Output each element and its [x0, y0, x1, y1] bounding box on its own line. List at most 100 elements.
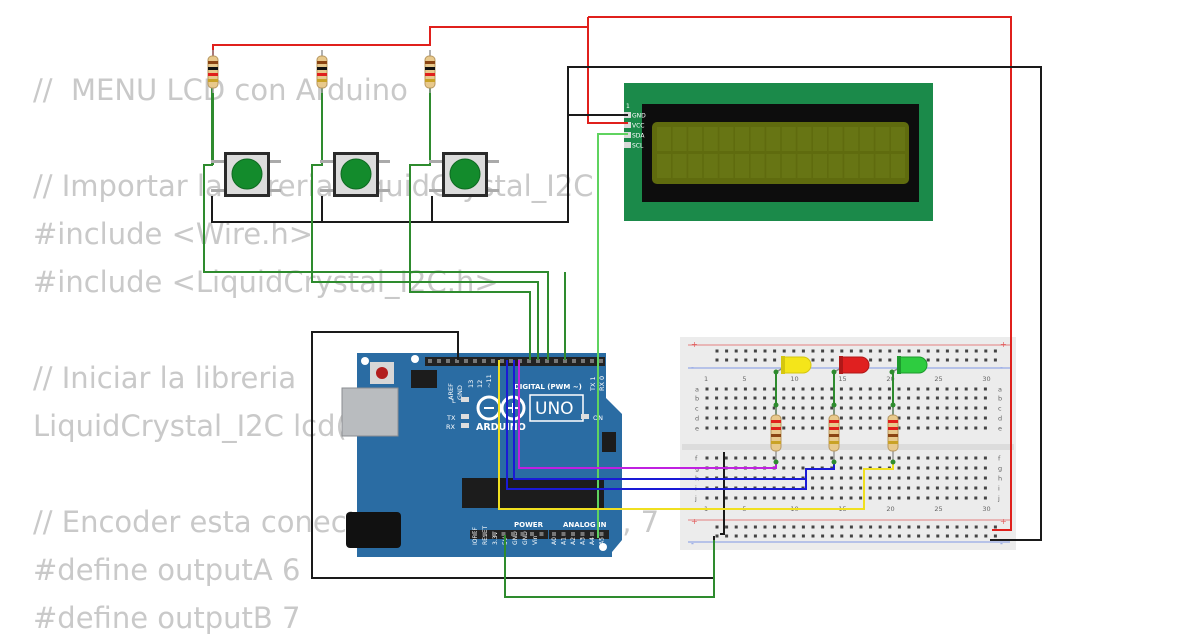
- led-tx-label: TX: [446, 414, 456, 422]
- rail-minus-sign: -: [691, 539, 694, 548]
- wire-5v: [504, 535, 715, 598]
- pin13-label: 13: [467, 380, 475, 388]
- lcd-display[interactable]: 1 GND VCC SDA SCL: [624, 83, 933, 221]
- power-label: POWER: [514, 521, 544, 529]
- power-pin-label: GND: [512, 531, 519, 545]
- breadboard-row-letter: h: [998, 475, 1002, 483]
- code-line: // Iniciar la libreria: [33, 361, 297, 395]
- analog-header: [549, 530, 609, 539]
- breadboard-column-number: 5: [742, 375, 746, 383]
- breadboard-column-number: 1: [704, 375, 708, 383]
- pushbutton-icon[interactable]: [320, 152, 390, 197]
- icsp-header: [411, 370, 437, 388]
- analog-label: ANALOG IN: [563, 521, 607, 529]
- rail-plus-sign: +: [1000, 517, 1007, 526]
- resistor-icon[interactable]: [770, 402, 782, 465]
- breadboard-column-number: 15: [838, 375, 846, 383]
- rail-minus-sign: -: [1000, 363, 1003, 372]
- analog-pin-label: A0: [551, 537, 558, 545]
- breadboard-row-letter: a: [998, 386, 1002, 394]
- resistor-icon[interactable]: [424, 50, 436, 165]
- resistor-icon[interactable]: [828, 402, 840, 465]
- breadboard-row-letter: g: [998, 465, 1002, 473]
- analog-pin-label: A4: [589, 537, 596, 545]
- power-pin-label: GND: [522, 531, 529, 545]
- lcd-pin-label: VCC: [632, 123, 644, 130]
- wires: [203, 16, 1042, 598]
- led-icon[interactable]: [831, 356, 870, 375]
- rail-minus-sign: -: [691, 363, 694, 372]
- breadboard-column-number: 10: [790, 375, 798, 383]
- rail-plus-sign: +: [691, 340, 698, 349]
- arduino-brand: ARDUINO: [476, 422, 526, 433]
- gnd-label: GND: [456, 385, 464, 400]
- analog-pin-label: A5: [599, 537, 606, 545]
- breadboard-row-letter: c: [695, 405, 699, 413]
- wire-blue-2: [506, 360, 807, 490]
- breadboard-column-number: 30: [982, 505, 990, 513]
- wire-vcc-resistors: [212, 26, 628, 124]
- arduino-uno-board[interactable]: UNO ARDUINO DIGITAL (PWM ~) AREF GND 13 …: [341, 353, 622, 557]
- resistor-icon[interactable]: [887, 402, 899, 465]
- breadboard-column-number: 20: [886, 375, 894, 383]
- breadboard-row-letter: c: [998, 405, 1002, 413]
- pin11-label: ~11: [485, 374, 493, 388]
- led-rx-label: RX: [446, 423, 456, 431]
- breadboard-column-number: 30: [982, 375, 990, 383]
- analog-pin-label: A1: [561, 537, 568, 545]
- wire-gnd-button2: [321, 196, 432, 223]
- breadboard-row-letter: j: [694, 495, 697, 503]
- power-pin-label: Vin: [532, 535, 539, 545]
- breadboard-row-letter: a: [695, 386, 699, 394]
- wire-sda: [597, 133, 628, 538]
- aref-label: AREF: [447, 383, 455, 400]
- lcd-pin-scl[interactable]: [624, 142, 631, 148]
- wire-yellow: [498, 360, 894, 510]
- wire-vcc-breadboard: [588, 16, 1012, 531]
- lcd-pin-label: GND: [632, 113, 646, 120]
- power-pin-label: 3.3V: [492, 530, 499, 545]
- lcd-pin-label: SDA: [632, 133, 645, 140]
- lcd-pin1-label: 1: [626, 103, 630, 110]
- rail-minus-sign: -: [1000, 539, 1003, 548]
- led-icon[interactable]: [889, 356, 928, 375]
- code-line: LiquidCrystal_I2C lcd(: [33, 409, 347, 443]
- wire-button2-pin: [311, 88, 539, 360]
- rail-plus-sign: +: [1000, 340, 1007, 349]
- breadboard-row-letter: e: [695, 425, 699, 433]
- analog-pin-label: A2: [570, 537, 577, 545]
- lcd-pixel-grid: [657, 127, 905, 178]
- code-line: #define outputA 6: [33, 553, 301, 587]
- breadboard-row-letter: b: [695, 395, 699, 403]
- resistor-icon[interactable]: [207, 50, 219, 165]
- breadboard-center-channel: [682, 444, 1014, 450]
- tx-pin-label: TX 1: [589, 376, 597, 392]
- arduino-model: UNO: [535, 399, 574, 419]
- power-header: [470, 530, 548, 539]
- resistor-icon[interactable]: [316, 50, 328, 165]
- pin12-label: 12: [476, 380, 484, 388]
- wire-gnd-buttons: [431, 114, 628, 223]
- pushbutton-icon[interactable]: [429, 152, 499, 197]
- wire-purple: [518, 360, 777, 469]
- power-jack-icon: [346, 512, 401, 548]
- code-line: #define outputB 7: [33, 601, 301, 635]
- breadboard-row-letter: d: [998, 415, 1002, 423]
- wire-button3-pin: [409, 88, 531, 360]
- code-line: // MENU LCD con Arduino: [33, 73, 408, 107]
- wire-blue: [513, 360, 835, 480]
- wire-button1-pin: [203, 88, 549, 360]
- analog-pin-label: A3: [580, 537, 587, 545]
- breadboard-row-letter: i: [998, 485, 1000, 493]
- rail-plus-sign: +: [691, 517, 698, 526]
- atmega-chip: [462, 478, 604, 508]
- breadboard-row-letter: f: [998, 455, 1001, 463]
- digital-label: DIGITAL (PWM ~): [514, 383, 582, 391]
- led-icon[interactable]: [773, 356, 812, 375]
- pushbutton-icon[interactable]: [211, 152, 281, 197]
- lcd-pin-vcc[interactable]: [624, 122, 631, 128]
- lcd-pin-label: SCL: [632, 143, 644, 150]
- usb-port-icon: [341, 387, 399, 437]
- wire-gnd-button1: [211, 196, 322, 223]
